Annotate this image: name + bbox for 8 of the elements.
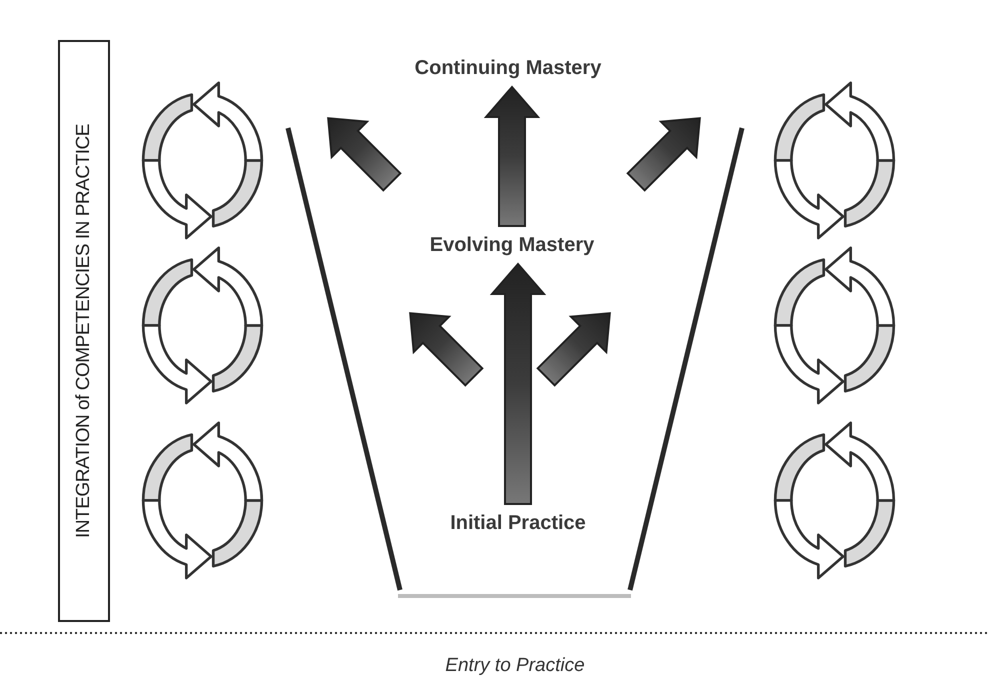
block-arrow — [484, 85, 540, 227]
stage-label: Continuing Mastery — [414, 53, 602, 83]
stage-label: Initial Practice — [450, 508, 586, 538]
vertical-heading: INTEGRATION of COMPETENCIES IN PRACTICE — [72, 124, 95, 538]
vertical-label-box — [58, 40, 110, 622]
stage-label: Evolving Mastery — [430, 230, 594, 260]
footer-caption: Entry to Practice — [445, 654, 585, 678]
block-arrow — [490, 262, 546, 505]
